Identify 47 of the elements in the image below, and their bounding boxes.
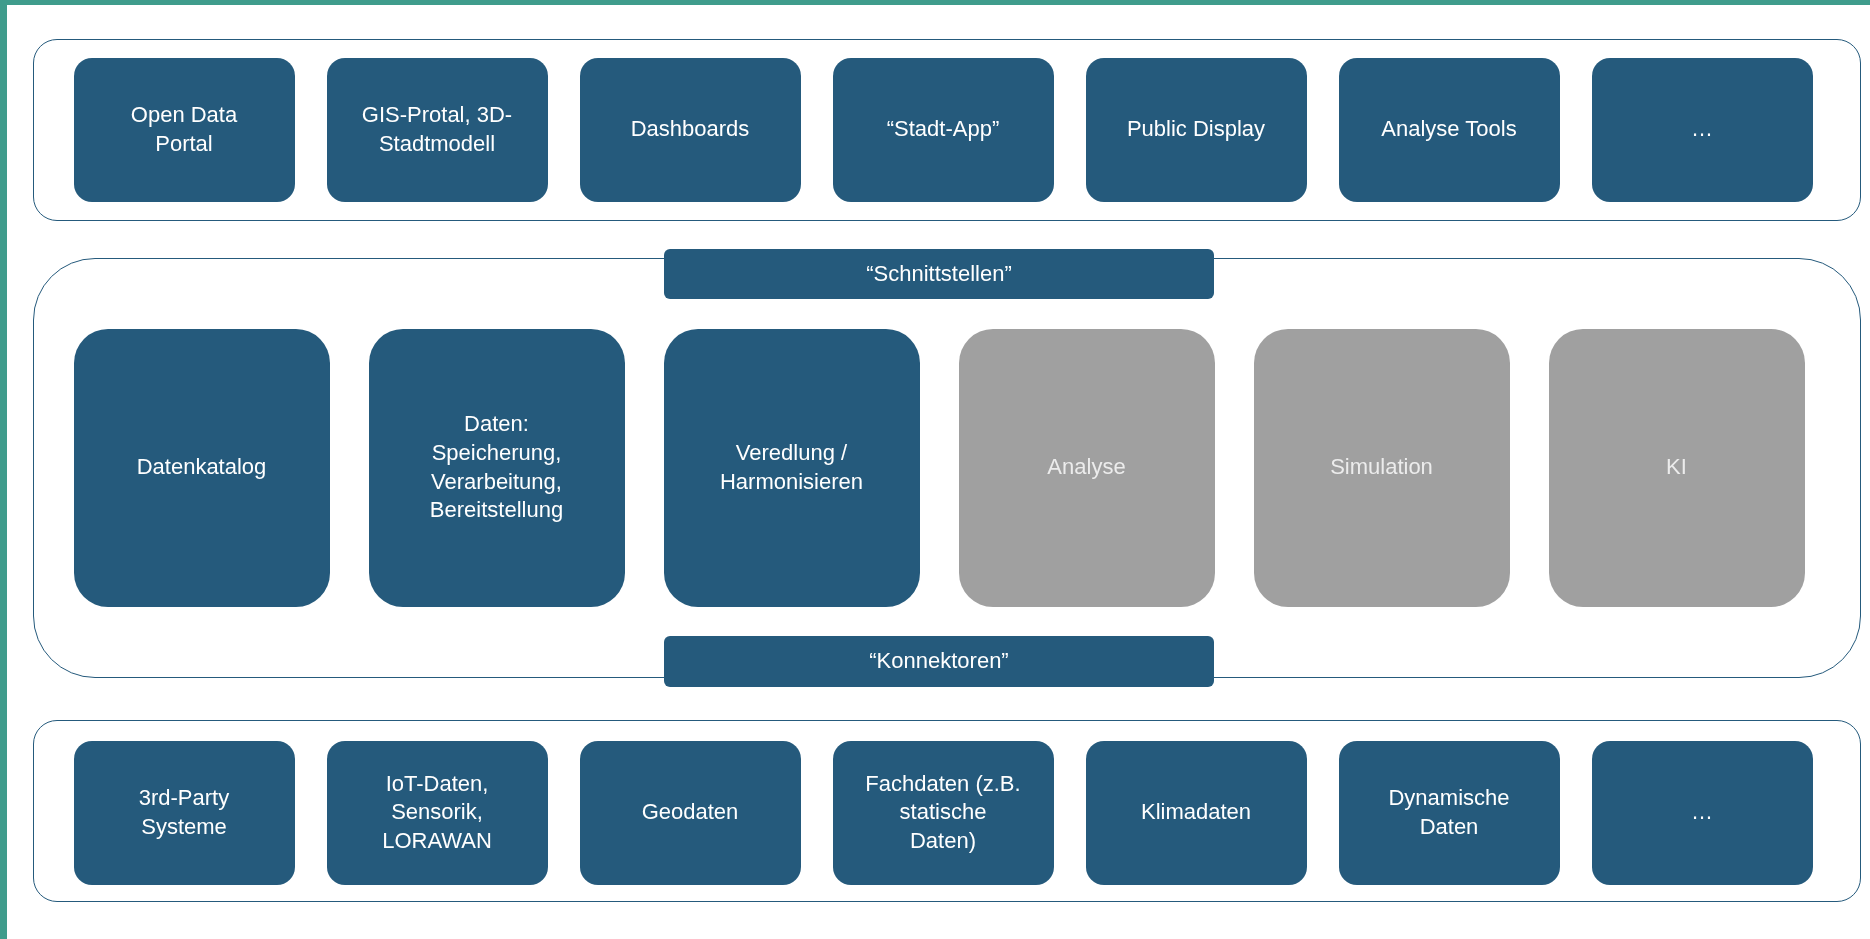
layer-panel [33, 258, 1861, 678]
module-box [326, 57, 548, 202]
box-label: KI [1666, 453, 1687, 482]
module-box [73, 328, 330, 607]
inactive-module-box [1253, 328, 1510, 607]
module-box [579, 740, 801, 885]
module-box [1085, 57, 1307, 202]
box-label: … [1691, 798, 1713, 827]
box-label: 3rd-Party Systeme [137, 783, 231, 841]
box-label: Dashboards [630, 115, 750, 144]
layer-panel [33, 720, 1861, 902]
box-label: “Schnittstellen” [866, 259, 1012, 288]
box-label: Daten: Speicherung, Verarbeitung, Bereitstellung [428, 410, 565, 525]
box-label: GIS-Protal, 3D-Stadtmodell [360, 100, 514, 158]
box-label: Simulation [1330, 453, 1433, 482]
box-label: Fachdaten (z.B. statische Daten) [864, 769, 1022, 855]
box-label: “Stadt-App” [886, 115, 1000, 144]
module-box [326, 740, 548, 885]
module-box [832, 57, 1054, 202]
box-label: “Konnektoren” [869, 647, 1009, 676]
box-label: Dynamische Daten [1387, 783, 1511, 841]
module-box [664, 249, 1214, 299]
box-label: Veredlung / Harmonisieren [718, 438, 865, 496]
module-box [73, 740, 295, 885]
box-label: Datenkatalog [136, 453, 267, 482]
box-label: IoT-Daten, Sensorik, LORAWAN [381, 769, 493, 855]
module-box [1591, 740, 1813, 885]
box-label: Open Data Portal [129, 100, 239, 158]
module-box [1591, 57, 1813, 202]
module-box [368, 328, 625, 607]
inactive-module-box [958, 328, 1215, 607]
inactive-module-box [1548, 328, 1805, 607]
module-box [1085, 740, 1307, 885]
module-box [663, 328, 920, 607]
module-box [664, 636, 1214, 687]
box-label: Analyse [1047, 453, 1126, 482]
module-box [832, 740, 1054, 885]
box-label: Analyse Tools [1381, 115, 1517, 144]
module-box [73, 57, 295, 202]
box-label: Geodaten [641, 798, 739, 827]
box-label: Klimadaten [1140, 798, 1252, 827]
box-label: Public Display [1126, 115, 1266, 144]
module-box [1338, 740, 1560, 885]
module-box [1338, 57, 1560, 202]
module-box [579, 57, 801, 202]
layer-panel [33, 39, 1861, 221]
box-label: … [1691, 115, 1713, 144]
